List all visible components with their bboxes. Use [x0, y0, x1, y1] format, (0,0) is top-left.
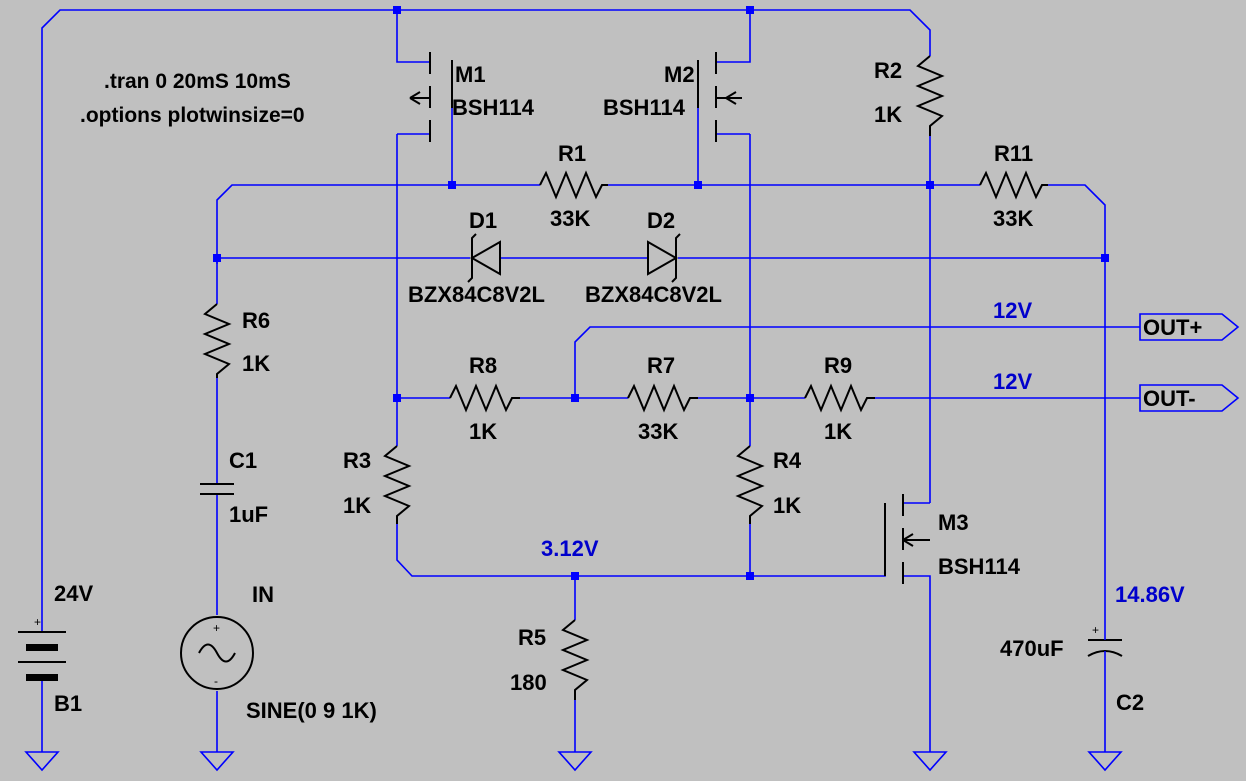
battery-b1-symbol[interactable]: [18, 582, 66, 687]
in-ref: IN: [252, 582, 274, 607]
component-labels: M1 BSH114 M2 BSH114 R2 1K R1 33K R11 33K…: [54, 58, 1202, 723]
directive-options: .options plotwinsize=0: [80, 104, 305, 127]
resistor-r3-symbol[interactable]: [382, 445, 412, 524]
d1-ref: D1: [469, 208, 497, 233]
r2-ref: R2: [874, 58, 902, 83]
r8-value: 1K: [469, 419, 497, 444]
r3-value: 1K: [343, 493, 371, 518]
d1-value: BZX84C8V2L: [408, 282, 545, 307]
zener-d2-symbol[interactable]: [647, 233, 681, 283]
d2-ref: D2: [647, 208, 675, 233]
c2-ref: C2: [1116, 690, 1144, 715]
r4-value: 1K: [773, 493, 801, 518]
spice-directives: .tran 0 20mS 10mS .options plotwinsize=0: [80, 70, 305, 127]
m1-value: BSH114: [452, 95, 535, 120]
capacitor-c1-symbol[interactable]: [200, 483, 234, 495]
resistor-r11-symbol[interactable]: [979, 170, 1048, 200]
d2-value: BZX84C8V2L: [585, 282, 722, 307]
r7-value: 33K: [638, 419, 678, 444]
voltage-out-minus: 12V: [993, 369, 1032, 394]
c2-value: 470uF: [1000, 636, 1064, 661]
zener-d1-symbol[interactable]: [467, 233, 501, 283]
r2-value: 1K: [874, 102, 902, 127]
m3-value: BSH114: [938, 554, 1021, 579]
r8-ref: R8: [469, 353, 497, 378]
in-value: SINE(0 9 1K): [246, 698, 377, 723]
m3-ref: M3: [938, 510, 969, 535]
r11-ref: R11: [994, 141, 1033, 166]
m2-value: BSH114: [603, 95, 686, 120]
resistor-r9-symbol[interactable]: [804, 383, 875, 413]
b1-ref: B1: [54, 691, 82, 716]
m2-ref: M2: [664, 62, 695, 87]
resistor-r6-symbol[interactable]: [202, 303, 232, 378]
resistor-r7-symbol[interactable]: [627, 383, 698, 413]
resistor-r4-symbol[interactable]: [735, 445, 765, 524]
in-minus-mark: -: [214, 674, 218, 688]
capacitor-c2-symbol[interactable]: [1087, 630, 1123, 657]
r4-ref: R4: [773, 448, 802, 473]
voltage-cap-node: 14.86V: [1115, 582, 1185, 607]
directive-tran: .tran 0 20mS 10mS: [104, 70, 291, 93]
junction-dots: [213, 6, 1109, 580]
b1-plus-mark: +: [34, 615, 41, 629]
r5-ref: R5: [518, 625, 546, 650]
port-out-minus-label: OUT-: [1143, 386, 1196, 411]
polarity-marks: + + - +: [34, 615, 1099, 688]
r1-value: 33K: [550, 206, 590, 231]
voltage-out-plus: 12V: [993, 298, 1032, 323]
r9-value: 1K: [824, 419, 852, 444]
r7-ref: R7: [647, 353, 675, 378]
m1-ref: M1: [455, 62, 486, 87]
b1-value: 24V: [54, 581, 93, 606]
r6-value: 1K: [242, 351, 270, 376]
resistor-r2-symbol[interactable]: [915, 55, 945, 136]
voltage-labels: 12V 12V 3.12V 14.86V: [541, 298, 1185, 607]
port-out-plus-label: OUT+: [1143, 315, 1202, 340]
r6-ref: R6: [242, 308, 270, 333]
mosfet-m1-symbol[interactable]: [409, 52, 453, 142]
mosfet-m2-symbol[interactable]: [697, 52, 742, 142]
voltage-source-node: 3.12V: [541, 536, 599, 561]
r3-ref: R3: [343, 448, 371, 473]
in-plus-mark: +: [213, 621, 220, 635]
port-out-minus-flag[interactable]: [1139, 384, 1240, 412]
r11-value: 33K: [993, 206, 1033, 231]
mosfet-m3-symbol[interactable]: [884, 494, 930, 584]
voltage-source-in-symbol[interactable]: [180, 616, 254, 690]
r5-value: 180: [510, 670, 547, 695]
resistor-r1-symbol[interactable]: [539, 170, 608, 200]
port-out-plus-flag[interactable]: [1139, 313, 1240, 341]
c2-plus-mark: +: [1092, 623, 1099, 637]
r9-ref: R9: [824, 353, 852, 378]
c1-value: 1uF: [229, 502, 268, 527]
resistor-r8-symbol[interactable]: [449, 383, 520, 413]
resistor-r5-symbol[interactable]: [560, 619, 590, 700]
r1-ref: R1: [558, 141, 586, 166]
ground-symbols: [24, 751, 1123, 772]
c1-ref: C1: [229, 448, 257, 473]
